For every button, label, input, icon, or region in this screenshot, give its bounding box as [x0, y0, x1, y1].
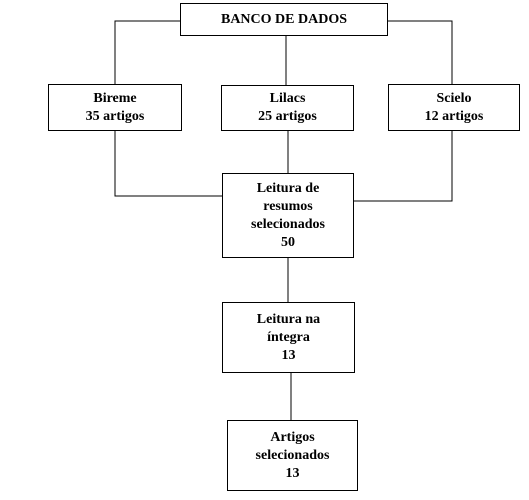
step-box-full-reading: Leitura na íntegra 13 [222, 302, 355, 373]
source-name: Bireme [93, 90, 137, 106]
step-line: selecionados [251, 216, 325, 232]
connector-scielo-step1 [354, 131, 453, 202]
step-line: Artigos [270, 429, 315, 445]
source-name: Scielo [436, 90, 472, 106]
step-line: resumos [263, 198, 313, 214]
step-count: 50 [281, 234, 295, 250]
source-box-bireme: Bireme 35 artigos [48, 84, 182, 131]
root-label: BANCO DE DADOS [220, 11, 347, 27]
step-count: 13 [281, 347, 296, 363]
step-line: selecionados [255, 447, 330, 463]
step-count: 13 [285, 465, 300, 481]
source-box-lilacs: Lilacs 25 artigos [221, 85, 354, 131]
connector-root-bireme [114, 20, 180, 84]
connector-root-scielo [388, 20, 453, 84]
root-box: BANCO DE DADOS [180, 3, 388, 36]
step-box-selected-articles: Artigos selecionados 13 [227, 420, 358, 491]
connector-bireme-step1 [114, 131, 222, 197]
step-box-abstract-reading: Leitura de resumos selecionados 50 [222, 173, 354, 258]
step-line: íntegra [267, 329, 310, 345]
source-count: 35 artigos [85, 108, 145, 124]
source-box-scielo: Scielo 12 artigos [388, 84, 520, 131]
step-line: Leitura na [256, 311, 321, 327]
source-count: 25 artigos [258, 109, 317, 124]
source-count: 12 artigos [424, 108, 484, 124]
source-name: Lilacs [269, 91, 306, 106]
step-line: Leitura de [256, 180, 320, 196]
